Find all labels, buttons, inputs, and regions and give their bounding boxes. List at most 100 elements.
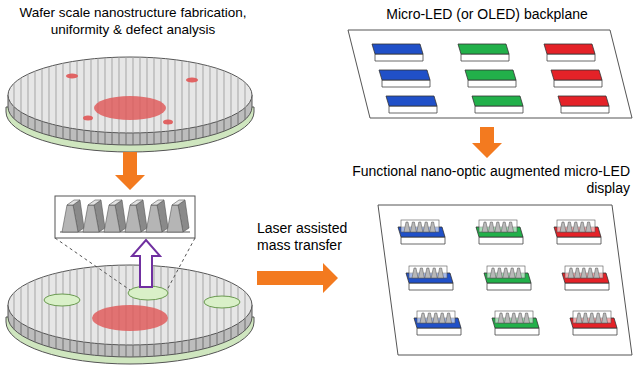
wafer-part bbox=[224, 71, 225, 119]
wafer-part bbox=[21, 323, 22, 335]
wafer-part bbox=[175, 130, 176, 142]
wafer-part bbox=[203, 125, 204, 137]
grating-fin bbox=[62, 205, 78, 232]
wafer-part bbox=[28, 283, 29, 327]
wafer-part bbox=[175, 268, 176, 342]
grating-fin bbox=[125, 205, 141, 232]
grating-fin bbox=[495, 222, 501, 232]
led-pixel bbox=[475, 106, 523, 113]
grating-fin bbox=[517, 313, 523, 323]
wafer-part bbox=[168, 131, 169, 143]
wafer-part bbox=[28, 116, 29, 128]
wafer-part bbox=[98, 132, 99, 144]
wafer-part bbox=[77, 61, 78, 129]
wafer-part bbox=[91, 343, 92, 355]
wafer-part bbox=[203, 273, 204, 337]
grating-fin bbox=[426, 313, 432, 323]
grating-fin bbox=[423, 222, 429, 232]
grating-fin bbox=[67, 200, 80, 205]
wafer-part bbox=[119, 345, 120, 357]
wafer-part bbox=[204, 296, 240, 308]
grating-box bbox=[557, 220, 595, 232]
grating-fin bbox=[151, 200, 164, 205]
grating-box bbox=[479, 220, 517, 232]
wafer-part bbox=[49, 335, 50, 347]
wafer-part bbox=[92, 305, 168, 331]
wafer-part bbox=[98, 58, 99, 131]
grating-fin bbox=[172, 200, 185, 205]
wafer-part bbox=[42, 121, 43, 133]
wafer-part bbox=[238, 324, 239, 336]
grating-fin bbox=[595, 313, 601, 323]
led-pixel bbox=[544, 44, 595, 54]
wafer-part bbox=[189, 340, 190, 352]
process-arrow bbox=[257, 263, 338, 293]
led-pixel bbox=[554, 80, 602, 87]
grating-box bbox=[417, 311, 455, 323]
wafer-part bbox=[66, 74, 78, 79]
wafer-part bbox=[49, 67, 50, 124]
grating-fin bbox=[490, 268, 496, 278]
wafer-part bbox=[245, 82, 246, 107]
process-arrow bbox=[115, 152, 145, 190]
wafer-part bbox=[133, 345, 134, 357]
wafer-part bbox=[84, 268, 85, 342]
grating-fin bbox=[418, 268, 424, 278]
wafer-part bbox=[168, 343, 169, 355]
wafer-part bbox=[154, 266, 155, 344]
wafer-part bbox=[35, 71, 36, 119]
wafer-part bbox=[217, 68, 218, 121]
grating-fin bbox=[431, 268, 437, 278]
wafer-part bbox=[168, 267, 169, 343]
grating-box bbox=[487, 266, 525, 278]
backplane-plate bbox=[348, 30, 632, 118]
grating-fin bbox=[498, 313, 504, 323]
wafer-part bbox=[203, 337, 204, 349]
wafer-part bbox=[189, 128, 190, 140]
grating-fin bbox=[566, 222, 572, 232]
grating-fin bbox=[146, 205, 162, 232]
grating-fin bbox=[410, 222, 416, 232]
led-pixel bbox=[573, 328, 617, 335]
grating-fin bbox=[430, 222, 436, 232]
grating-fin bbox=[412, 268, 418, 278]
inset-gratings bbox=[60, 200, 190, 232]
wafer-part bbox=[42, 333, 43, 345]
grating-fin bbox=[420, 313, 426, 323]
grating-box bbox=[565, 266, 603, 278]
wafer-part bbox=[14, 107, 15, 119]
wafer-part bbox=[94, 96, 166, 120]
grating-fin bbox=[524, 313, 530, 323]
led-pixel bbox=[375, 54, 423, 61]
led-pixel bbox=[401, 237, 445, 244]
wafer-part bbox=[147, 133, 148, 145]
wafer-part bbox=[161, 344, 162, 356]
grating-fin bbox=[130, 200, 143, 205]
wafer-part bbox=[161, 58, 162, 132]
grating-fin bbox=[417, 222, 423, 232]
wafer-part bbox=[21, 78, 22, 112]
illustration-node: Laser assisted mass transfer bbox=[5, 192, 255, 364]
wafer-part bbox=[112, 345, 113, 357]
led-pixel bbox=[465, 70, 516, 80]
grating-fin bbox=[589, 313, 595, 323]
wafer-part bbox=[70, 62, 71, 128]
wafer-part bbox=[112, 133, 113, 145]
grating-fin bbox=[582, 313, 588, 323]
grating-fin bbox=[482, 222, 488, 232]
wafer-part bbox=[28, 327, 29, 339]
grating-fin bbox=[587, 268, 593, 278]
wafer-part bbox=[42, 277, 43, 332]
led-pixel bbox=[468, 80, 516, 87]
wafer-part bbox=[217, 333, 218, 345]
wafer-part bbox=[175, 342, 176, 354]
led-pixel bbox=[409, 283, 453, 290]
led-pixel bbox=[461, 54, 509, 61]
wafer-part bbox=[98, 344, 99, 356]
wafer-part bbox=[224, 119, 225, 131]
wafer-part bbox=[175, 60, 176, 131]
led-pixel bbox=[558, 96, 609, 106]
wafer-part bbox=[56, 125, 57, 137]
wafer-part bbox=[182, 61, 183, 130]
wafer-part bbox=[14, 293, 15, 318]
